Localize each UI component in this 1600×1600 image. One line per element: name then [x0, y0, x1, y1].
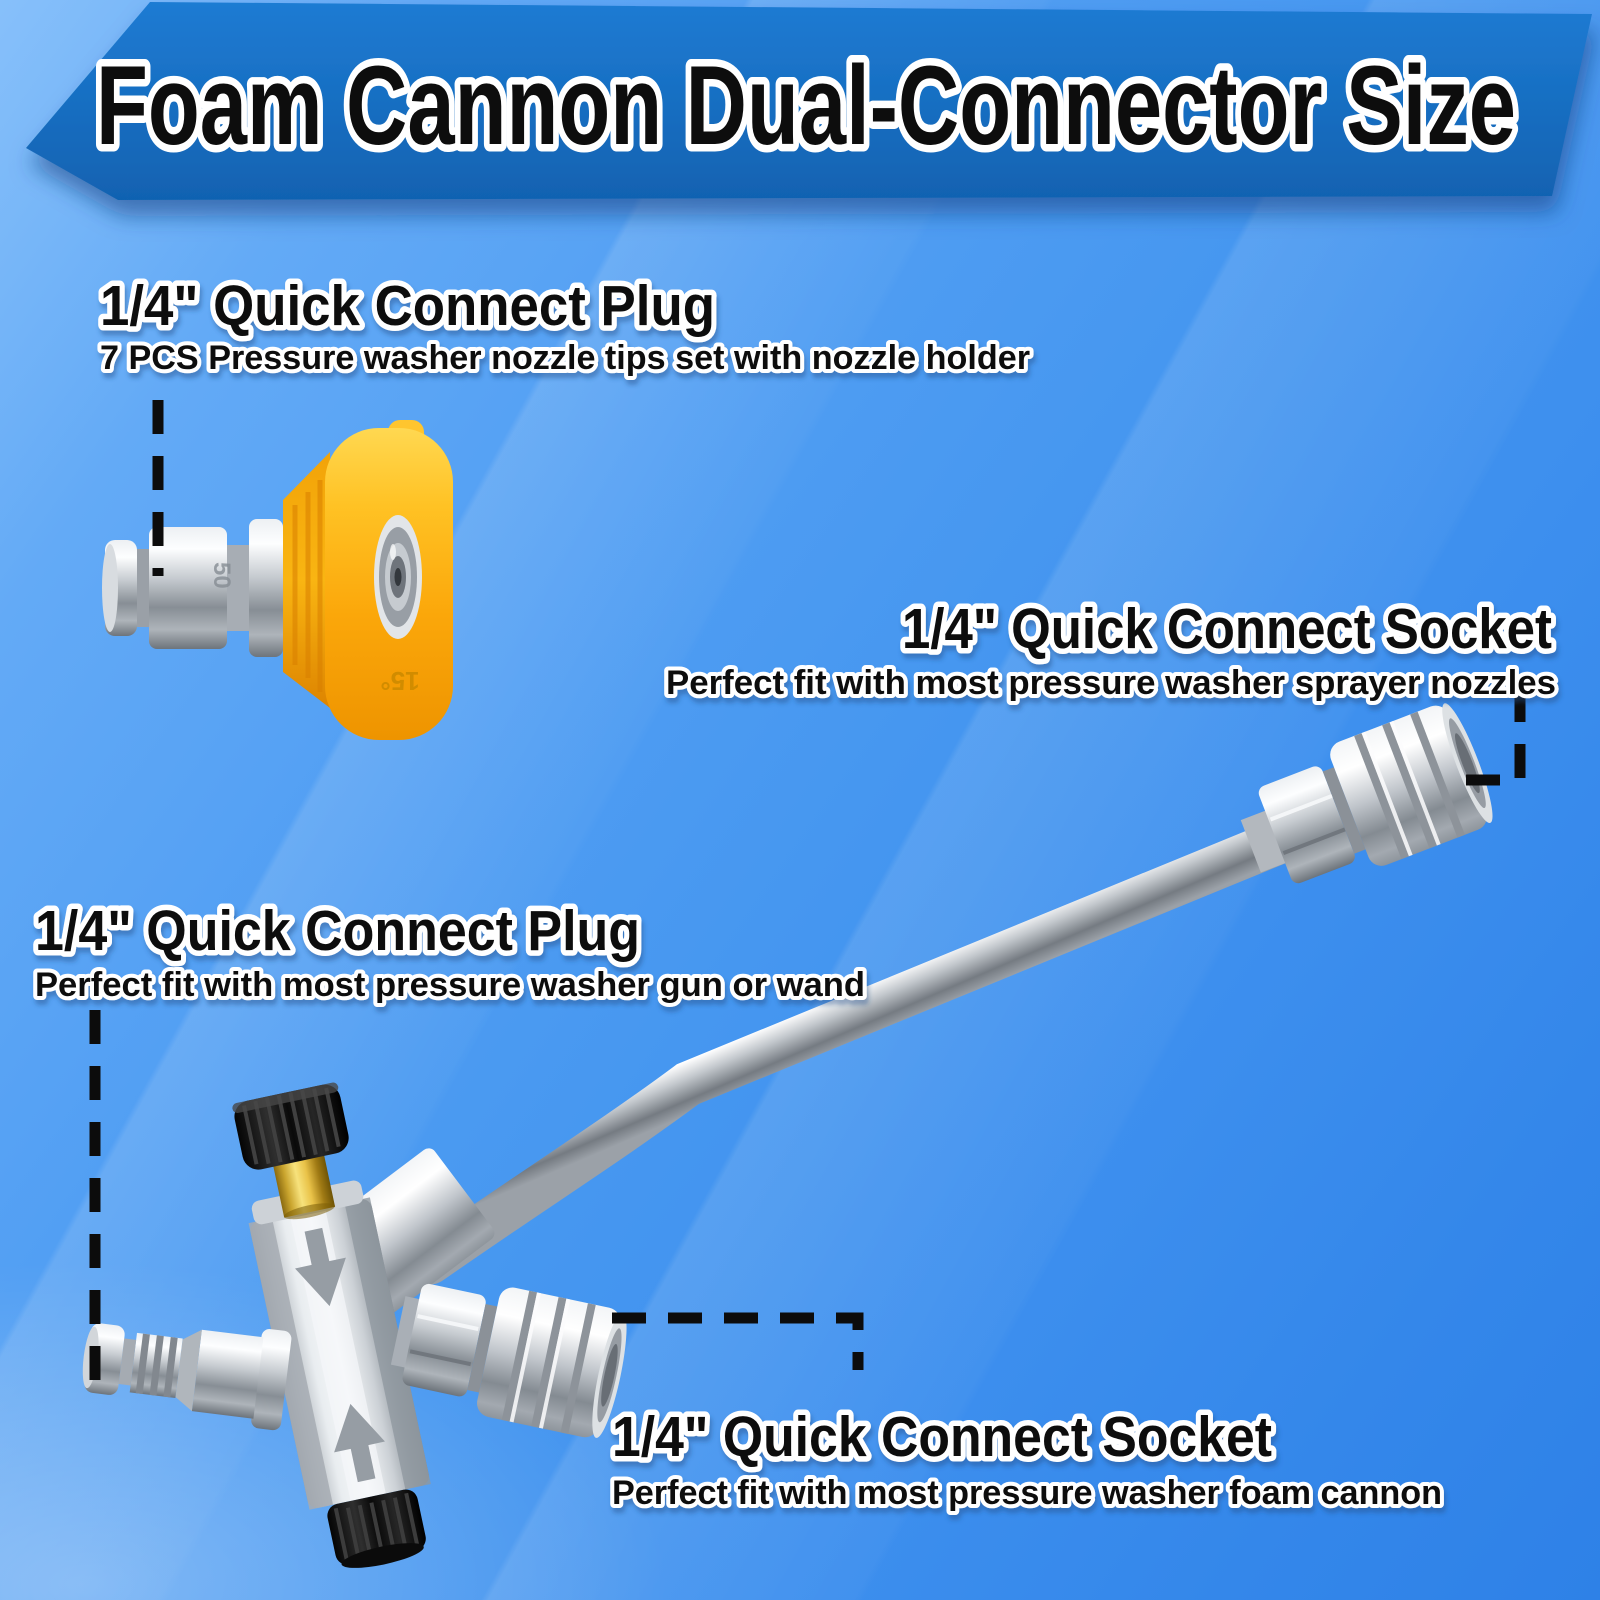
dual-connector-valve — [82, 1082, 627, 1568]
top-quick-connect-socket — [1240, 703, 1493, 884]
leader-line-bottom-socket — [612, 1312, 864, 1370]
callout-top-socket: 1/4" Quick Connect Socket Perfect fit wi… — [662, 592, 1560, 707]
spray-angle-marking: 15° — [380, 666, 419, 696]
brass-stem — [272, 1150, 336, 1218]
callout-title: 1/4" Quick Connect Plug — [100, 274, 715, 338]
side-quick-connect-socket — [390, 1283, 627, 1438]
flow-arrow-up-icon — [334, 1403, 385, 1483]
callout-title: 1/4" Quick Connect Socket — [902, 597, 1552, 661]
callout-subtitle: 7 PCS Pressure washer nozzle tips set wi… — [100, 339, 1030, 377]
callout-title: 1/4" Quick Connect Plug — [35, 899, 640, 963]
leader-line-top-socket — [1452, 688, 1526, 786]
nozzle-spray-tip: 15° — [283, 420, 453, 740]
banner-background — [26, 2, 1592, 200]
callout-subtitle: Perfect fit with most pressure washer sp… — [666, 664, 1556, 702]
flow-arrow-down-icon — [295, 1227, 346, 1307]
callout-bottom-socket: 1/4" Quick Connect Socket Perfect fit wi… — [607, 1400, 1447, 1517]
callout-title: 1/4" Quick Connect Socket — [612, 1405, 1272, 1469]
nozzle-tip-assembly: 50 15° — [102, 420, 453, 740]
bottom-cap — [327, 1489, 426, 1568]
plug-size-marking: 50 — [208, 562, 235, 589]
banner-title: Foam Cannon Dual-Connector Size — [96, 43, 1516, 168]
banner: Foam Cannon Dual-Connector Size — [26, 2, 1592, 200]
wand-tube — [407, 810, 1323, 1285]
nozzle-quick-connect-plug: 50 — [102, 519, 283, 657]
side-quick-connect-plug — [82, 1323, 292, 1431]
control-knob — [232, 1082, 349, 1170]
callout-subtitle: Perfect fit with most pressure washer gu… — [35, 966, 865, 1004]
callout-subtitle: Perfect fit with most pressure washer fo… — [612, 1474, 1442, 1512]
callout-bottom-plug: 1/4" Quick Connect Plug Perfect fit with… — [30, 894, 869, 1009]
callout-top-plug: 1/4" Quick Connect Plug 7 PCS Pressure w… — [95, 269, 1035, 382]
socket-hex-nut — [402, 1283, 486, 1397]
